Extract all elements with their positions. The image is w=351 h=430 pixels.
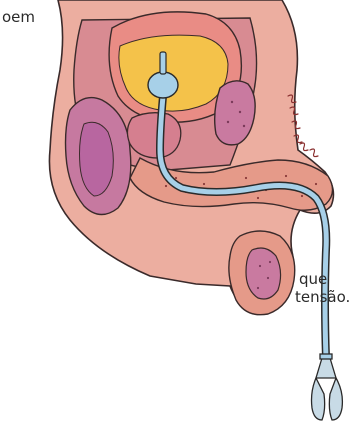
catheter-tip [160, 52, 166, 74]
caption-fragment-top: oem [2, 9, 35, 25]
bladder-urine [119, 35, 228, 111]
caption-fragment-right-2: tensão. [295, 289, 350, 305]
caption-fragment-right-1: que [299, 271, 327, 287]
prostate [127, 113, 180, 158]
rectum-inner [80, 122, 114, 196]
catheter-connector-icon [312, 354, 343, 420]
testicle [246, 248, 281, 299]
catheter-balloon [148, 72, 178, 98]
